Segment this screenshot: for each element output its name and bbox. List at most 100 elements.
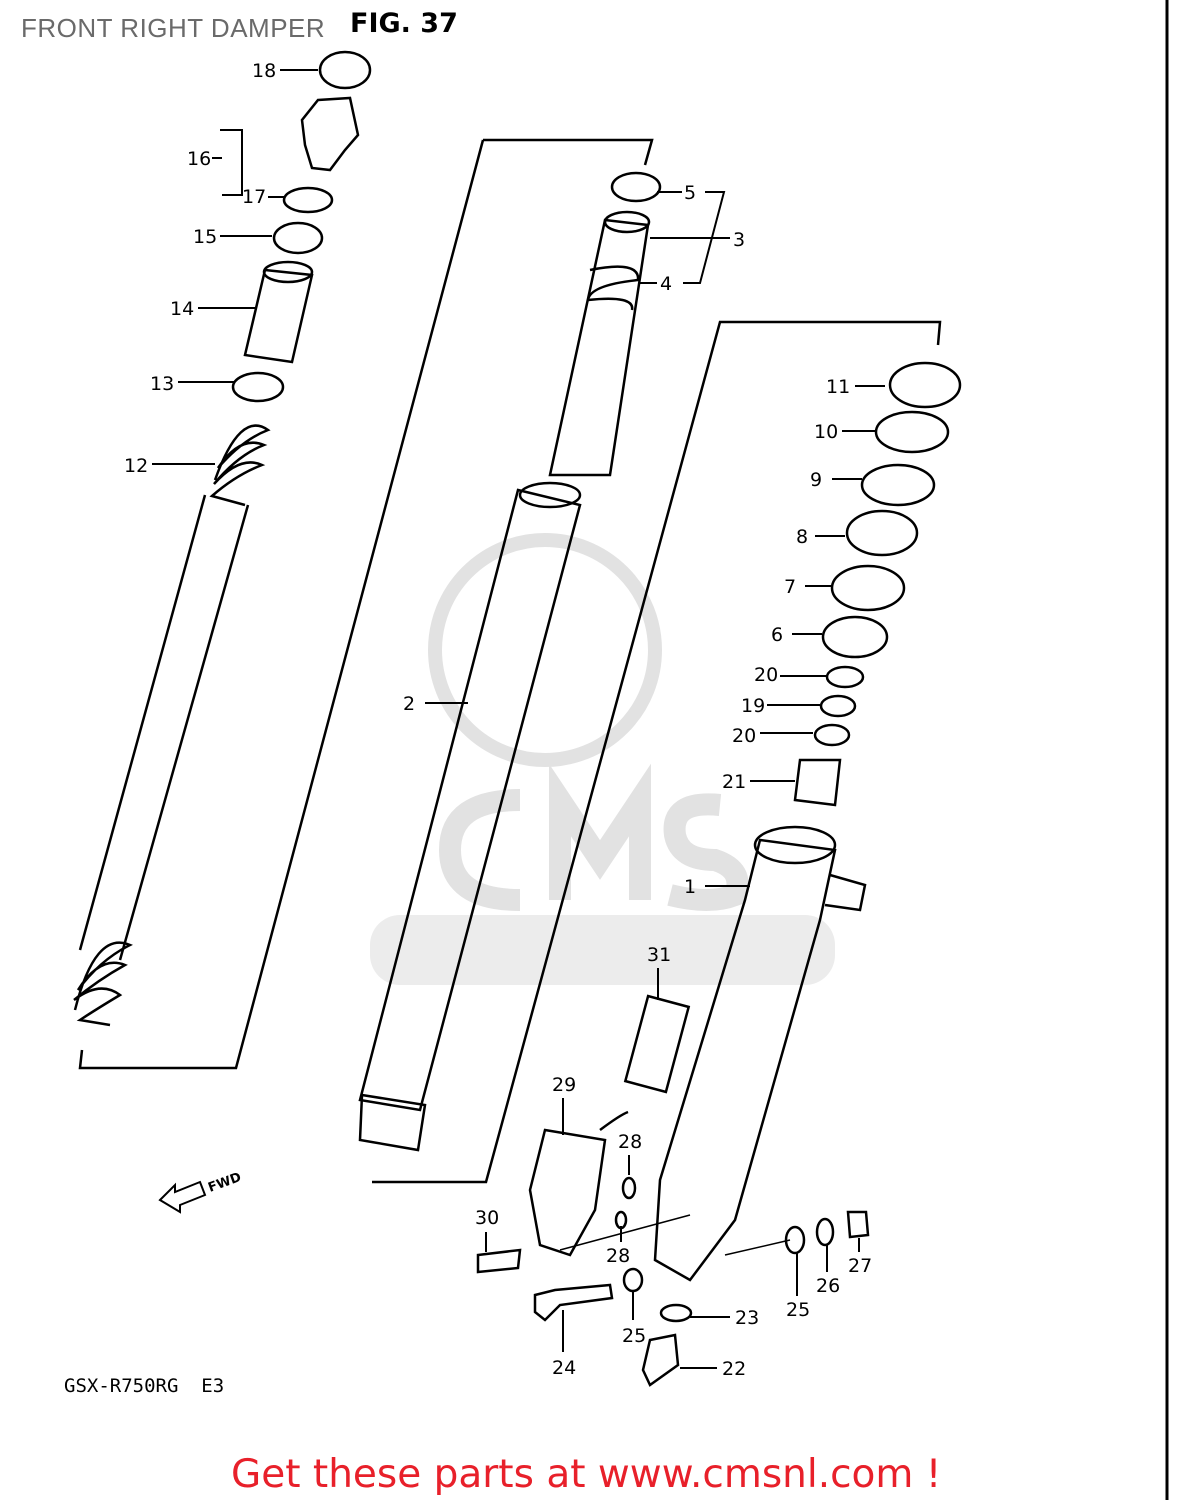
ring-part-20 (825, 665, 865, 689)
footer-link[interactable]: Get these parts at www.cmsnl.com ! (231, 1452, 942, 1497)
part-number-label: 12 (124, 455, 148, 477)
bushing-part-6 (821, 615, 889, 659)
callout-24: 24 (552, 1310, 576, 1379)
part-number-label: 9 (810, 469, 822, 491)
spring-part-12 (73, 424, 271, 1027)
part-number-label: 22 (722, 1358, 746, 1380)
oring-part-28 (621, 1176, 637, 1200)
part-number-label: 17 (242, 186, 266, 208)
part-number-label: 1 (684, 876, 696, 898)
part-number-label: 20 (732, 725, 756, 747)
part-number-label: 14 (170, 298, 194, 320)
callout-7: 7 (784, 576, 832, 598)
part-number-label: 29 (552, 1074, 576, 1096)
washer-part-7 (830, 564, 906, 612)
washer-part-25 (622, 1267, 644, 1293)
callout-6: 6 (771, 624, 822, 646)
bolt-part-16 (300, 96, 360, 172)
callout-5: 5 (657, 182, 696, 204)
callout-31: 31 (647, 944, 671, 1000)
part-number-label: 5 (684, 182, 696, 204)
callout-16: 16 (187, 148, 222, 170)
part-number-label: 28 (618, 1131, 642, 1153)
part-number-label: 31 (647, 944, 671, 966)
part-number-label: 15 (193, 226, 217, 248)
spacer-part-14 (243, 268, 314, 364)
piece-part-21 (793, 758, 842, 807)
callout-19: 19 (741, 695, 820, 717)
bolt-part-24 (533, 1283, 614, 1322)
callout-13: 13 (150, 373, 235, 395)
part-number-label: 28 (606, 1245, 630, 1267)
ring-part-20b (813, 723, 851, 747)
washer-part-13 (231, 371, 285, 403)
part-number-label: 7 (784, 576, 796, 598)
part-number-label: 13 (150, 373, 174, 395)
callout-10: 10 (814, 421, 875, 443)
emblem-part-31 (623, 994, 691, 1094)
washer-part-26 (815, 1217, 835, 1247)
part-number-label: 2 (403, 693, 415, 715)
oring-part-28b (614, 1210, 628, 1230)
washer-part-23 (659, 1303, 693, 1323)
callout-1: 1 (684, 876, 750, 898)
callout-3: 3 (650, 229, 745, 251)
stopper-ring-part-10 (874, 410, 950, 454)
callout-28: 28 (606, 1226, 630, 1267)
part-number-label: 8 (796, 526, 808, 548)
callout-26: 26 (816, 1245, 840, 1297)
part-number-label: 27 (848, 1255, 872, 1277)
part-number-label: 16 (187, 148, 211, 170)
part-number-label: 25 (622, 1325, 646, 1347)
part-number-label: 23 (735, 1307, 759, 1329)
part-number-label: 11 (826, 376, 850, 398)
oil-seal-part-8 (845, 509, 919, 557)
part-number-label: 6 (771, 624, 783, 646)
part-number-label: 24 (552, 1357, 576, 1379)
callout-12: 12 (124, 455, 215, 477)
bracket-line (372, 320, 942, 1184)
fwd-arrow-icon (158, 1180, 207, 1214)
oil-seal-part-9 (860, 463, 936, 507)
callout-25: 25 (786, 1253, 810, 1321)
washer-part-15 (272, 221, 324, 255)
washer-part-25b (784, 1225, 806, 1255)
figure-number: FIG. 37 (350, 8, 458, 39)
callout-labels: 1816171514131253411109876201920211231292… (124, 60, 885, 1380)
oring-part-17 (282, 186, 334, 214)
part-number-label: 18 (252, 60, 276, 82)
callout-2: 2 (403, 693, 468, 715)
part-number-label: 3 (733, 229, 745, 251)
rod-part-3 (548, 218, 650, 477)
cap-part-18 (318, 50, 372, 90)
bolt-part-30 (476, 1248, 522, 1274)
part-number-label: 26 (816, 1275, 840, 1297)
part-number-label: 21 (722, 771, 746, 793)
part-number-label: 30 (475, 1207, 499, 1229)
part-number-label: 19 (741, 695, 765, 717)
fwd-label: FWD (206, 1170, 243, 1196)
callout-9: 9 (810, 469, 862, 491)
bracket-line (78, 138, 654, 1070)
callout-15: 15 (193, 226, 272, 248)
part-number-label: 4 (660, 273, 672, 295)
callout-22: 22 (680, 1358, 746, 1380)
callout-4: 4 (640, 273, 672, 295)
model-code: GSX-R750RG E3 (64, 1375, 225, 1397)
callout-30: 30 (475, 1207, 499, 1252)
callout-29: 29 (552, 1074, 576, 1135)
callout-20: 20 (732, 725, 813, 747)
outer-tube-part-1 (653, 838, 837, 1282)
sensor-part-29 (528, 1128, 607, 1257)
callout-23: 23 (690, 1307, 759, 1329)
nut-part-27 (846, 1210, 870, 1239)
callout-21: 21 (722, 771, 795, 793)
ring-part-19 (819, 694, 857, 718)
ring-part-5 (610, 171, 662, 203)
page-title: FRONT RIGHT DAMPER (21, 13, 326, 43)
part-number-label: 20 (754, 664, 778, 686)
callout-11: 11 (826, 376, 885, 398)
callout-8: 8 (796, 526, 845, 548)
callout-14: 14 (170, 298, 255, 320)
